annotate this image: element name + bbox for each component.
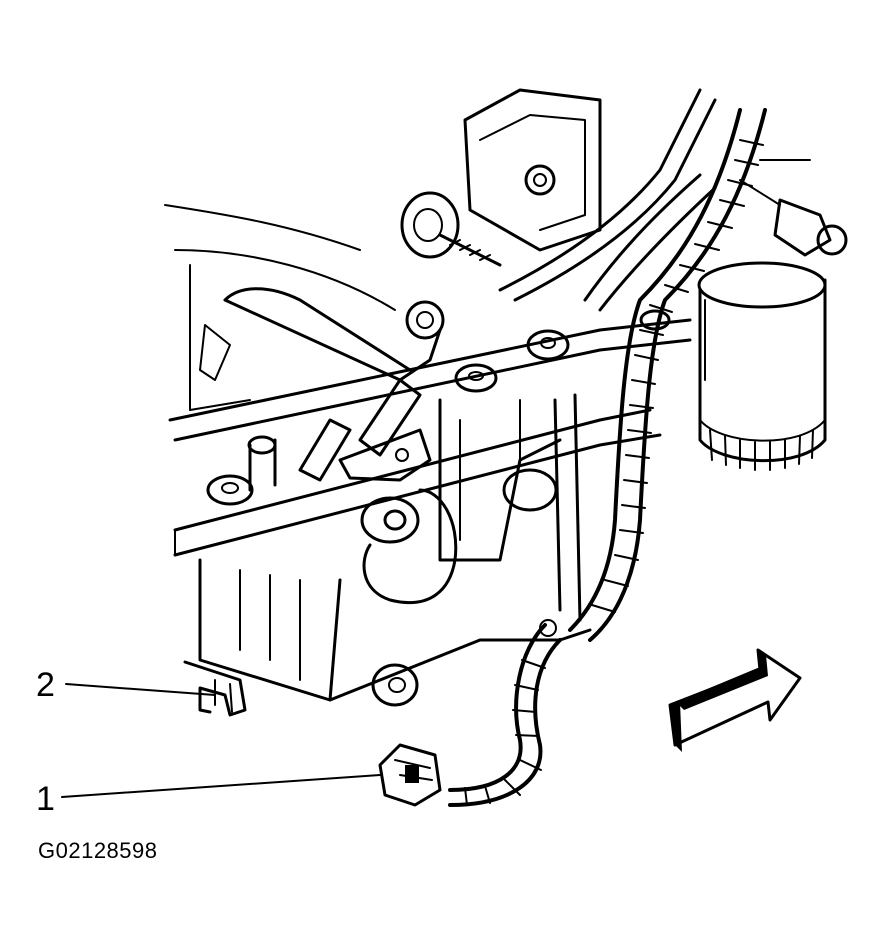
coolant-tubes (498, 88, 717, 312)
injector-tubes (298, 378, 432, 482)
mounting-bracket (183, 660, 247, 717)
bolt-upper-left (400, 191, 502, 267)
upper-right-sensor (739, 159, 848, 257)
intake-rail (168, 318, 692, 557)
manifold-bracket (199, 287, 445, 382)
engine-bosses (247, 435, 558, 707)
sensor-connector (378, 743, 442, 807)
callout-label-2: 2 (36, 666, 55, 704)
rail-bolts (206, 309, 671, 506)
oil-filter (697, 261, 827, 471)
engine-block (198, 393, 592, 702)
upper-bracket (463, 88, 602, 252)
upper-cowl (164, 204, 396, 411)
wiring-harness-lower (448, 619, 562, 807)
figure-id: G02128598 (38, 838, 158, 863)
callout-label-1: 1 (36, 780, 55, 818)
direction-arrow-icon (668, 648, 802, 752)
callout-leaders (61, 683, 381, 798)
wiring-harness-upper (568, 108, 767, 642)
